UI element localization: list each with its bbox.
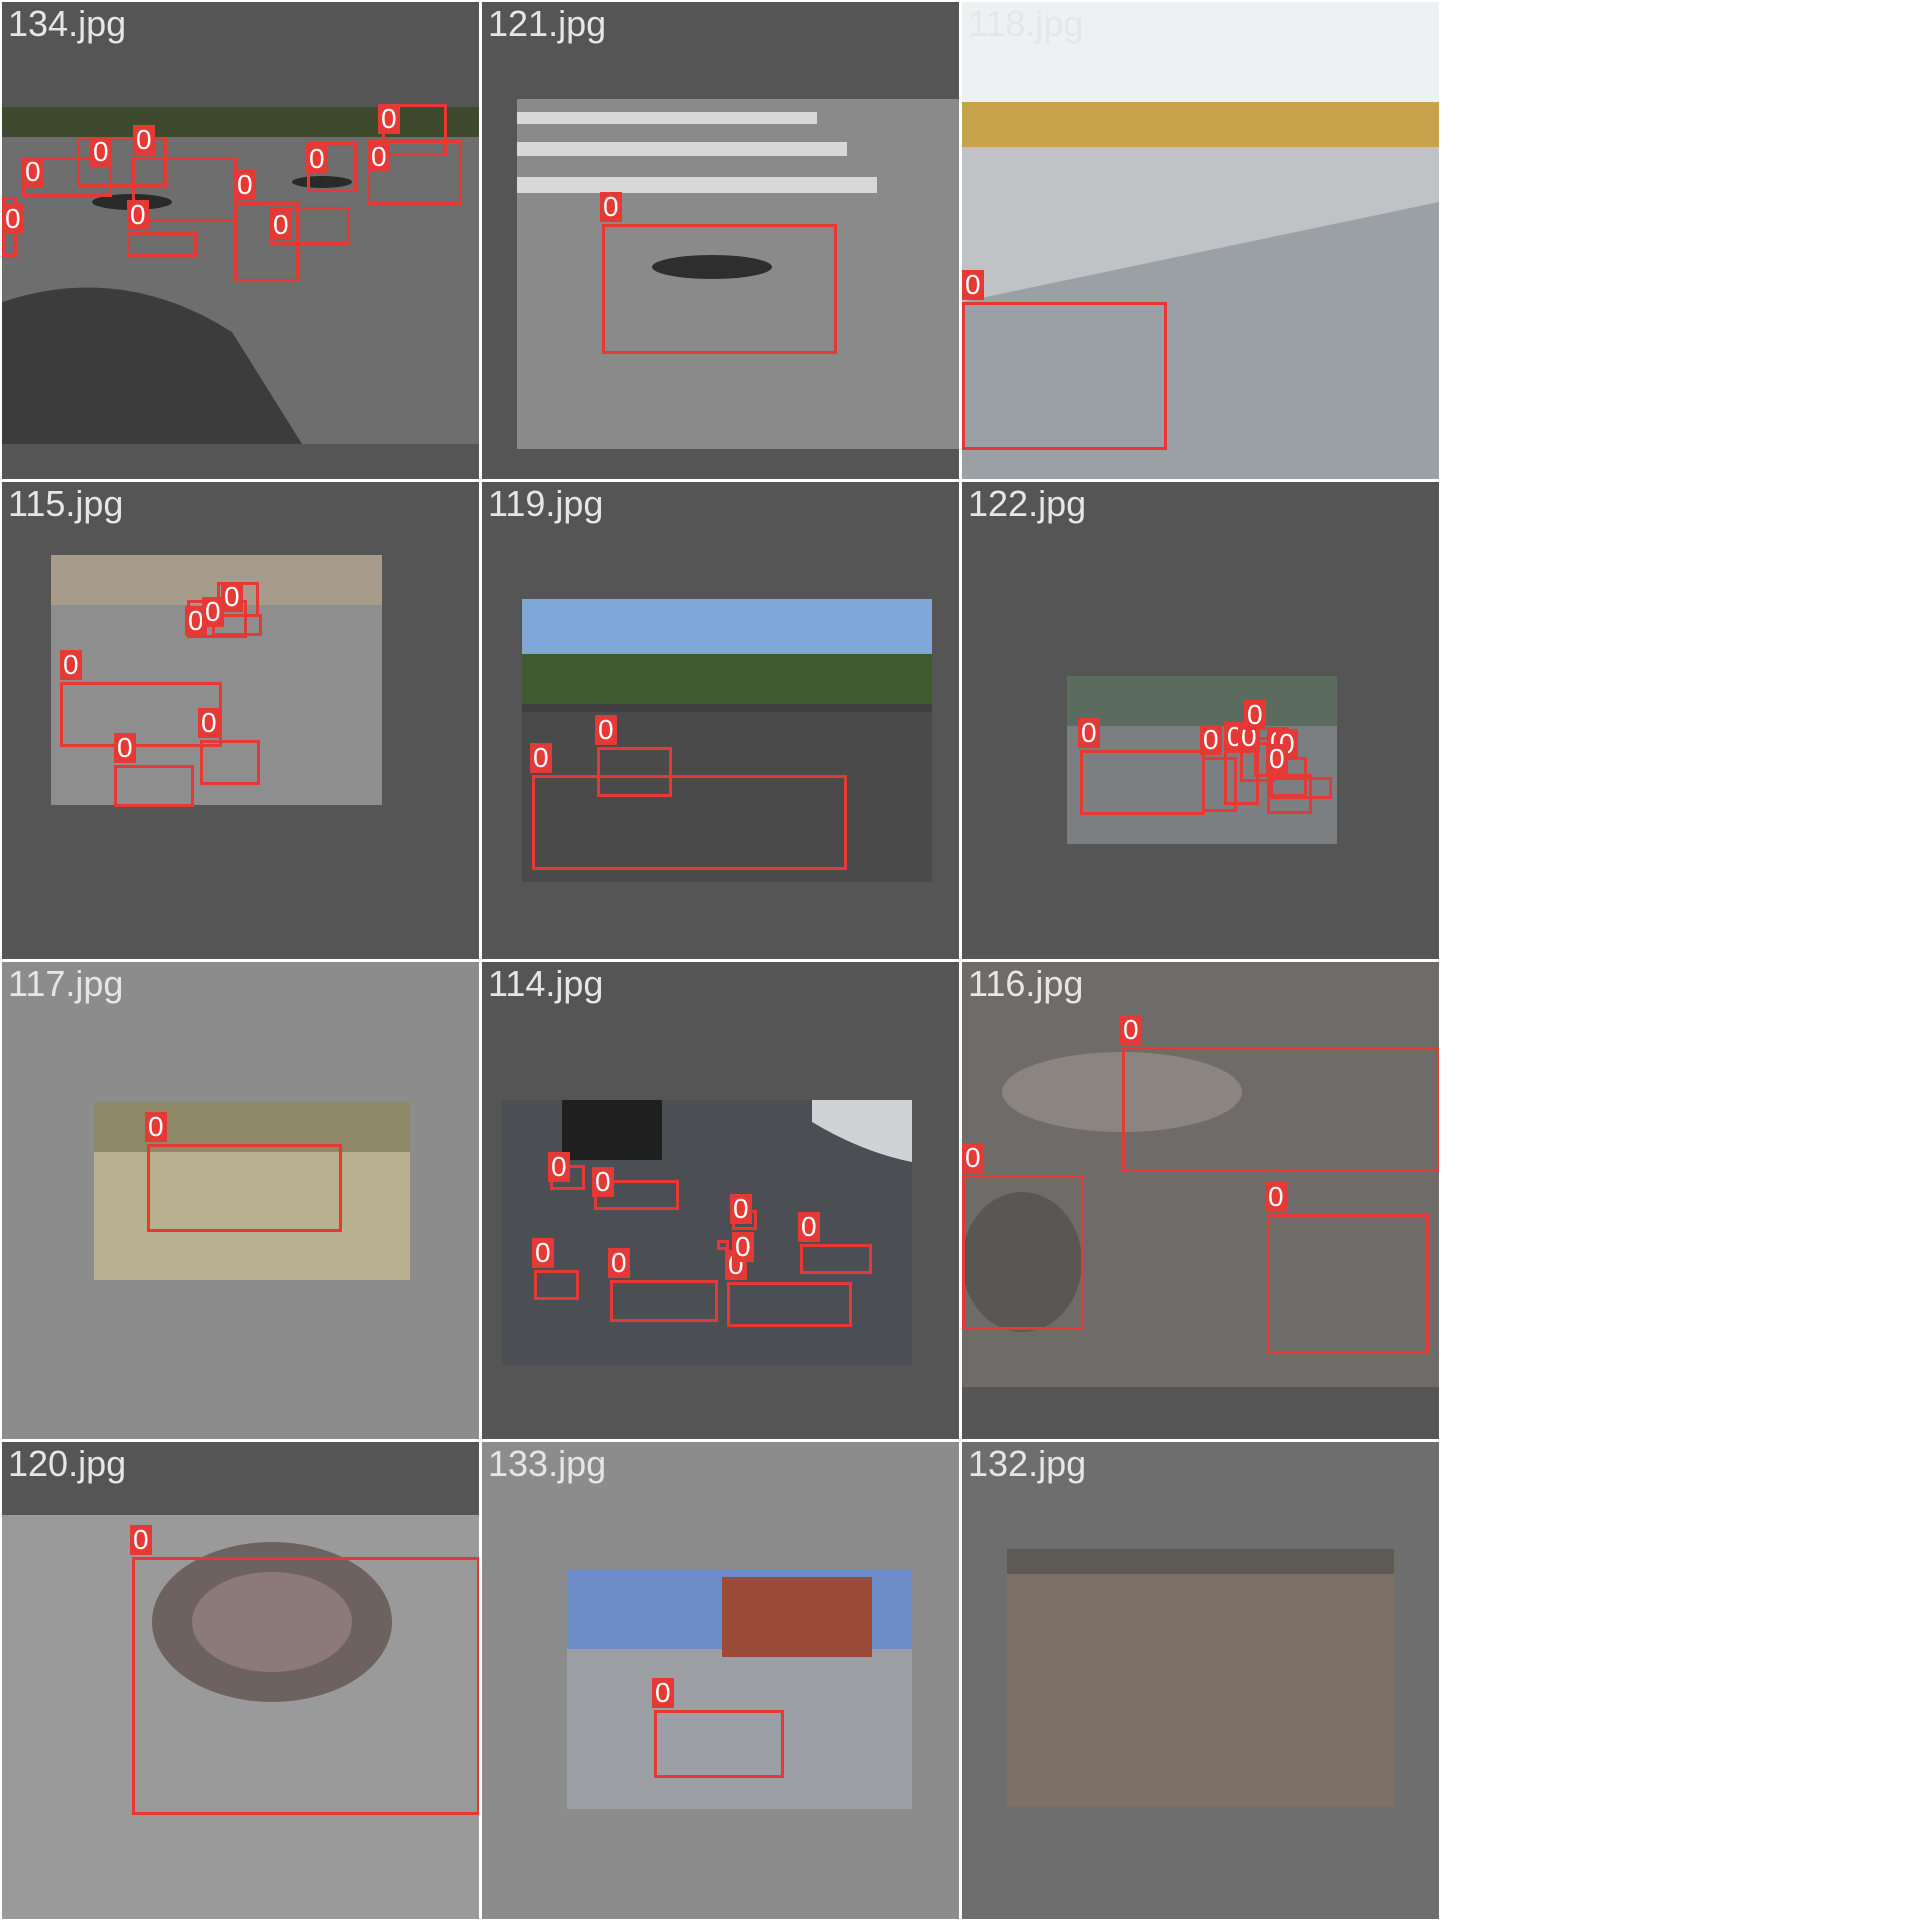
mosaic-tile: 115.jpg 0 0 0 0 0 0 (2, 482, 479, 959)
class-label: 0 (22, 157, 44, 187)
class-label: 0 (90, 137, 112, 167)
mosaic-tile: 116.jpg 0 0 0 (962, 962, 1439, 1439)
filename-label: 132.jpg (968, 1443, 1087, 1484)
mosaic-tile: 119.jpg 0 0 (482, 482, 959, 959)
road-photo (522, 599, 932, 882)
class-label: 0 (1200, 725, 1222, 755)
class-label: 0 (368, 142, 390, 172)
class-label: 0 (221, 582, 243, 612)
class-label: 0 (2, 204, 24, 234)
mosaic-tile: 121.jpg 0 (482, 2, 959, 479)
filename-label: 117.jpg (8, 963, 124, 1004)
detection-box (367, 140, 462, 205)
class-label: 0 (130, 1525, 152, 1555)
detection-box (1202, 757, 1237, 812)
detection-box (962, 302, 1167, 450)
detection-box (77, 137, 167, 187)
class-label: 0 (652, 1678, 674, 1708)
class-label: 0 (234, 170, 256, 200)
filename-label: 114.jpg (488, 963, 604, 1004)
detection-box (114, 765, 194, 807)
detection-box (727, 1282, 852, 1327)
detection-box (610, 1280, 718, 1322)
class-label: 0 (198, 708, 220, 738)
road-photo (567, 1569, 912, 1809)
detection-box (532, 775, 847, 870)
class-label: 0 (306, 144, 328, 174)
class-label: 0 (1266, 744, 1288, 774)
detection-box (132, 1557, 479, 1815)
filename-label: 122.jpg (968, 483, 1087, 524)
road-photo (517, 99, 959, 449)
filename-label: 115.jpg (8, 483, 124, 524)
class-label: 0 (127, 200, 149, 230)
mosaic-tile: 122.jpg 0 0 0 0 0 0 0 0 (962, 482, 1439, 959)
road-photo (94, 1102, 410, 1280)
road-photo (1067, 676, 1337, 844)
filename-label: 121.jpg (488, 3, 607, 44)
class-label: 0 (202, 597, 224, 627)
detection-box (1267, 1214, 1429, 1354)
detection-box (962, 1175, 1084, 1330)
class-label: 0 (592, 1167, 614, 1197)
class-label: 0 (1265, 1182, 1287, 1212)
detection-box (800, 1244, 872, 1274)
class-label: 0 (60, 650, 82, 680)
filename-label: 116.jpg (968, 963, 1084, 1004)
detection-box (200, 740, 260, 785)
mosaic-tile: 132.jpg (962, 1442, 1439, 1919)
detection-box (654, 1710, 784, 1778)
detection-box (60, 682, 222, 747)
class-label: 0 (798, 1212, 820, 1242)
mosaic-tile: 117.jpg 0 (2, 962, 479, 1439)
class-label: 0 (378, 104, 400, 134)
detection-box (602, 224, 837, 354)
filename-label: 120.jpg (8, 1443, 127, 1484)
class-label: 0 (595, 715, 617, 745)
mosaic-tile: 114.jpg 0 0 0 0 0 0 0 0 (482, 962, 959, 1439)
filename-label: 119.jpg (488, 483, 604, 524)
detection-box (1267, 774, 1312, 814)
road-photo (962, 2, 1439, 479)
class-label: 0 (600, 192, 622, 222)
mosaic-tile: 118.jpg 0 (962, 2, 1439, 479)
class-label: 0 (1244, 700, 1266, 730)
class-label: 0 (962, 1143, 984, 1173)
class-label: 0 (530, 743, 552, 773)
detection-box (717, 1240, 729, 1250)
class-label: 0 (1120, 1015, 1142, 1045)
mosaic-tile: 133.jpg 0 (482, 1442, 959, 1919)
filename-label: 134.jpg (8, 3, 127, 44)
filename-label: 118.jpg (968, 3, 1084, 44)
class-label: 0 (548, 1152, 570, 1182)
road-photo (2, 1515, 479, 1919)
detection-box (127, 232, 197, 257)
road-photo (962, 962, 1439, 1387)
class-label: 0 (1078, 718, 1100, 748)
class-label: 0 (962, 270, 984, 300)
road-photo (1007, 1549, 1394, 1807)
mosaic-tile: 134.jpg 0 0 0 0 0 0 0 0 0 0 (2, 2, 479, 479)
road-photo (502, 1100, 912, 1365)
class-label: 0 (608, 1248, 630, 1278)
detection-box (534, 1270, 579, 1300)
class-label: 0 (145, 1112, 167, 1142)
detection-box (1122, 1047, 1439, 1172)
class-label: 0 (270, 210, 292, 240)
detection-box (1080, 750, 1205, 815)
detection-box (1270, 777, 1332, 799)
class-label: 0 (114, 733, 136, 763)
class-label: 0 (532, 1238, 554, 1268)
mosaic-tile: 120.jpg 0 (2, 1442, 479, 1919)
detection-box (147, 1144, 342, 1232)
road-photo (51, 555, 382, 805)
class-label: 0 (730, 1194, 752, 1224)
class-label: 0 (133, 125, 155, 155)
class-label: 0 (732, 1232, 754, 1262)
class-label: 0 (185, 606, 207, 636)
detection-box (597, 747, 672, 797)
filename-label: 133.jpg (488, 1443, 607, 1484)
